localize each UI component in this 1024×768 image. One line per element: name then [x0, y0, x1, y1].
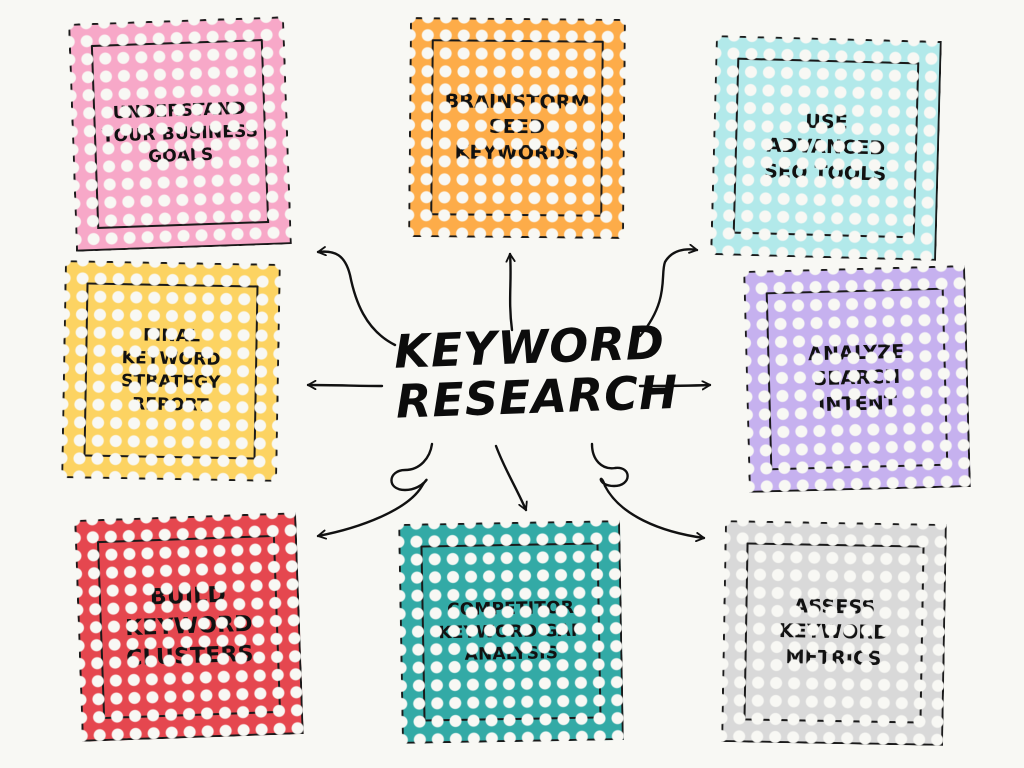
stamp-understand-goals: UNDERSTAND YOUR BUSINESS GOALS	[68, 16, 292, 252]
stamp-advanced-seo-tools: USE ADVANCED SEO TOOLS	[710, 35, 942, 261]
arrow-to-brainstorm	[510, 252, 512, 332]
stamp-label: UNDERSTAND YOUR BUSINESS GOALS	[101, 98, 259, 168]
diagram-title: KEYWORD RESEARCH	[393, 315, 680, 429]
arrow-to-intent	[638, 385, 712, 386]
arrow-to-tools	[638, 249, 699, 338]
stamp-analyze-search-intent: ANALYZE SEARCH INTENT	[743, 265, 971, 493]
title-line-2: RESEARCH	[395, 364, 680, 429]
stamp-competitor-gap-analysis: COMPETITOR KEYWORD GAP ANALYSIS	[398, 520, 624, 744]
stamp-brainstorm-seed-keywords: BRAINSTORM SEED KEYWORDS	[408, 17, 626, 239]
stamp-label: BUILD KEYWORD CLUSTERS	[124, 583, 255, 672]
arrow-to-clusters	[316, 442, 434, 536]
stamp-label: USE ADVANCED SEO TOOLS	[763, 109, 887, 186]
stamp-build-keyword-clusters: BUILD KEYWORD CLUSTERS	[74, 512, 304, 742]
stamp-label: ANALYZE SEARCH INTENT	[807, 340, 905, 416]
stamp-label: FINAL KEYWORD STRATEGY REPORT	[120, 325, 221, 416]
stamp-assess-keyword-metrics: ASSESS KEYWORD METRICS	[721, 520, 947, 746]
stamp-label: COMPETITOR KEYWORD GAP ANALYSIS	[438, 597, 584, 666]
arrow-to-understand	[316, 252, 397, 347]
stamp-label: BRAINSTORM SEED KEYWORDS	[444, 89, 590, 165]
stamp-final-strategy-report: FINAL KEYWORD STRATEGY REPORT	[61, 260, 281, 482]
arrow-to-final	[306, 385, 384, 386]
stamp-label: ASSESS KEYWORD METRICS	[778, 594, 890, 670]
arrow-to-competitor	[494, 444, 526, 512]
arrow-to-metrics	[590, 442, 706, 538]
